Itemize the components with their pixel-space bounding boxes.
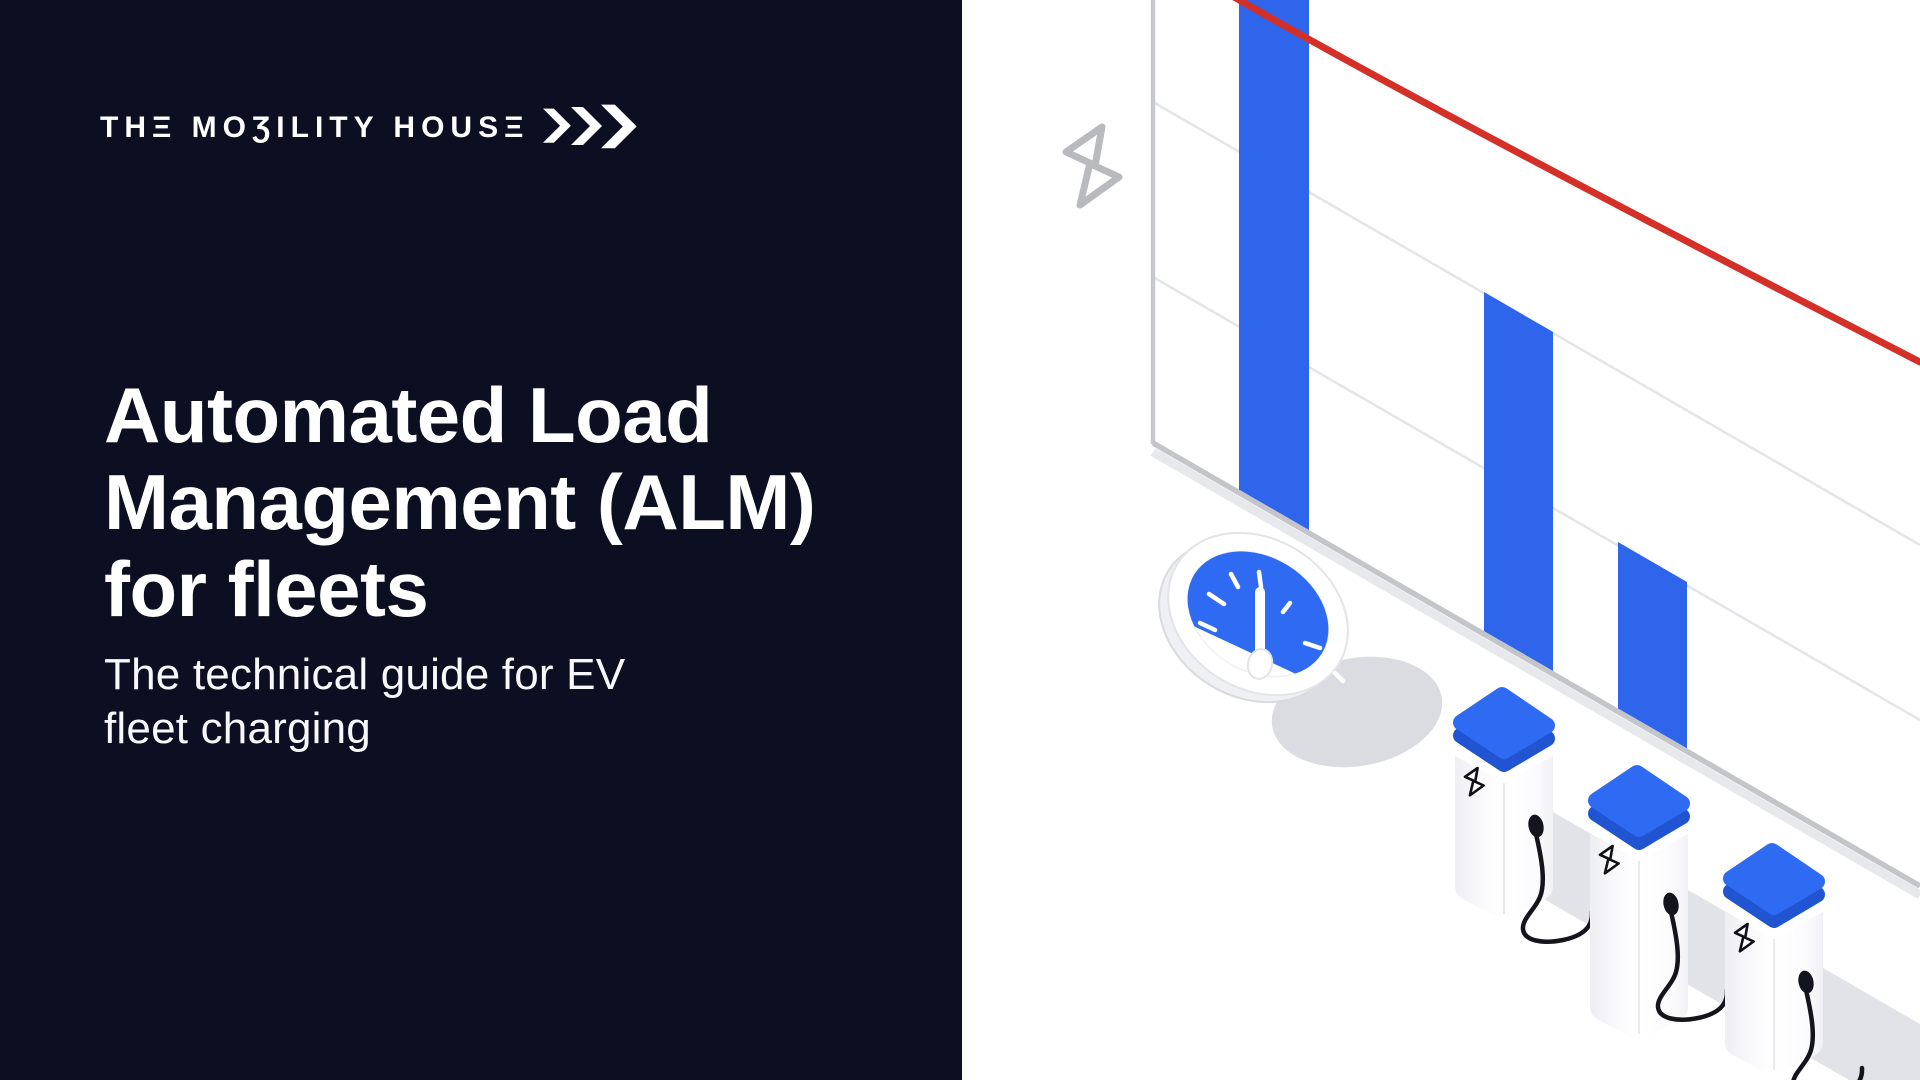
plane-edge-shadow xyxy=(1150,448,1920,899)
page-title-line: Management (ALM) xyxy=(104,458,816,546)
bar-chart-plane xyxy=(1150,0,1920,899)
page-title: Automated Load Management (ALM) for flee… xyxy=(104,372,964,633)
lightning-bolt-icon xyxy=(1062,123,1123,209)
plane-bottom-edge xyxy=(1151,440,1920,889)
charging-station-3 xyxy=(1725,851,1862,1080)
chart-bar-2 xyxy=(1484,292,1553,676)
page-title-line: Automated Load xyxy=(104,371,713,459)
page-subtitle: The technical guide for EV fleet chargin… xyxy=(104,648,804,756)
brand-logo-text: THΞ MOƷILITY HOUSΞ xyxy=(100,111,530,144)
title-panel: THΞ MOƷILITY HOUSΞ Automated Load Manage… xyxy=(0,0,962,1080)
charging-station-2 xyxy=(1590,773,1727,1039)
page-subtitle-line: fleet charging xyxy=(104,704,371,753)
gauge-ticks xyxy=(1197,569,1346,684)
gauge-hub xyxy=(1246,648,1274,680)
charging-station-1 xyxy=(1455,695,1592,942)
page-subtitle-line: The technical guide for EV xyxy=(104,650,626,699)
chart-bar-3 xyxy=(1618,542,1687,753)
chart-bar-1 xyxy=(1239,0,1309,535)
speedometer-icon xyxy=(1158,525,1443,768)
chevrons-right-icon xyxy=(543,104,638,149)
brand-logo: THΞ MOƷILITY HOUSΞ xyxy=(100,104,655,152)
page-title-line: for fleets xyxy=(104,545,429,633)
limit-line xyxy=(1232,0,1920,366)
chart-bars xyxy=(1239,0,1687,753)
